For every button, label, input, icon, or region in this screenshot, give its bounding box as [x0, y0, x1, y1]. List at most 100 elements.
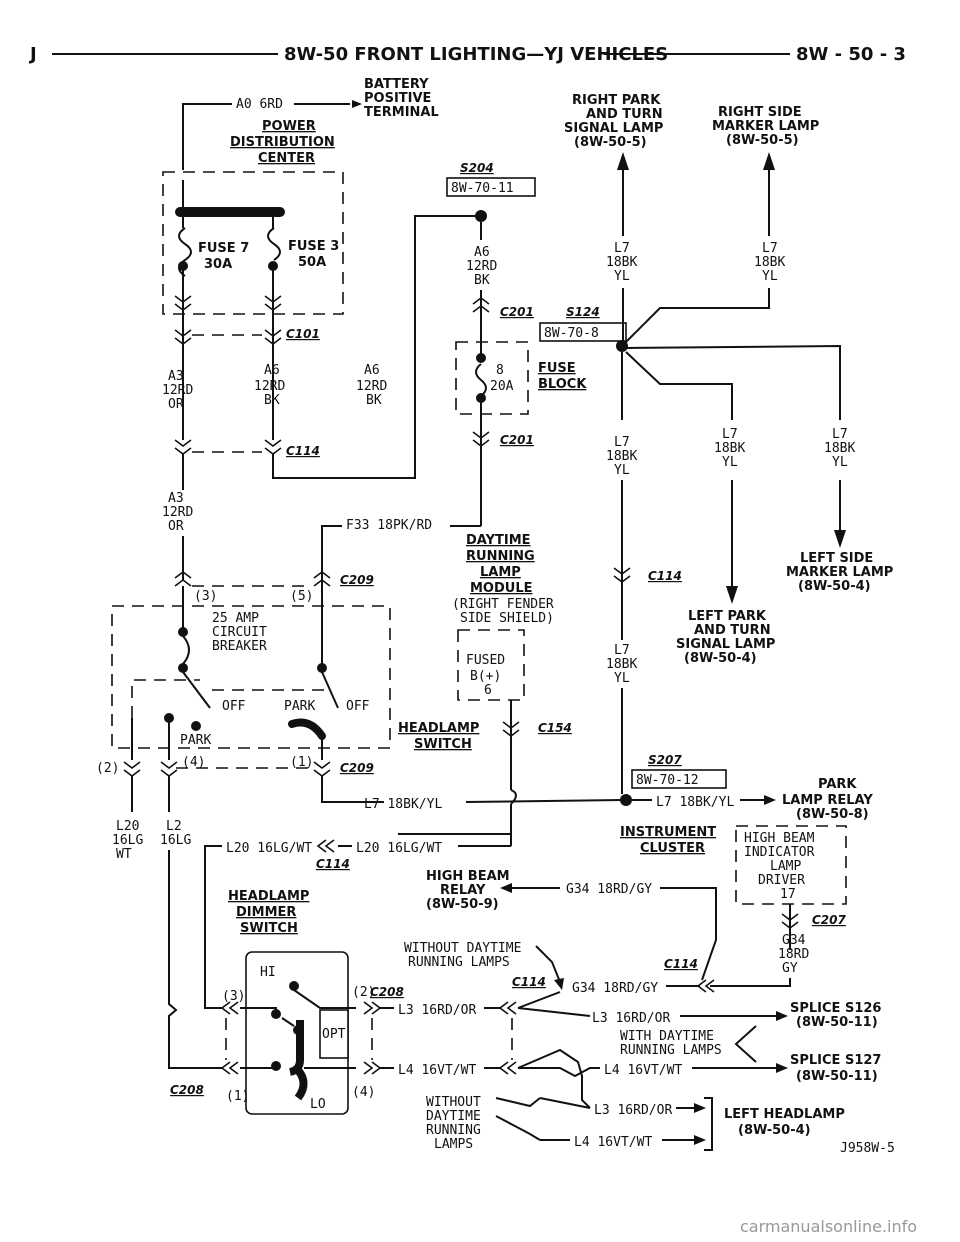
l4-wire-label-1: L4 16VT/WT	[398, 1063, 476, 1078]
l3-wire-label-3: L3 16RD/OR	[594, 1103, 672, 1118]
a6-label-2: 12RD	[254, 379, 285, 394]
l7-label-6: YL	[762, 269, 778, 284]
splice-s127-label: SPLICE S127	[790, 1053, 881, 1068]
a6-label-6: BK	[366, 393, 382, 408]
connector-c114-a: C114	[286, 444, 320, 458]
pdc-label-1: POWER	[262, 119, 316, 134]
l7-label-15: YL	[832, 455, 848, 470]
left-side-label-3: (8W-50-4)	[798, 579, 871, 594]
connector-c114-d: C114	[664, 957, 698, 971]
connector-c201-b: C201	[500, 433, 534, 447]
with-drl-label-1: WITH DAYTIME	[620, 1029, 714, 1044]
a6-label-8: 12RD	[466, 259, 497, 274]
right-park-label-3: SIGNAL LAMP	[564, 121, 663, 136]
l7-label-13: L7	[832, 427, 848, 442]
splice-s127-ref: (8W-50-11)	[796, 1069, 878, 1084]
switch-park-1: PARK	[284, 699, 315, 714]
instrument-cluster-label-2: CLUSTER	[640, 841, 705, 856]
left-park-label-1: LEFT PARK	[688, 609, 767, 624]
drl-label-6: SIDE SHIELD)	[460, 611, 554, 626]
left-park-label-4: (8W-50-4)	[684, 651, 757, 666]
fuse-block-label-1: FUSE	[538, 361, 576, 376]
header-section-letter: J	[28, 44, 37, 65]
hb-indicator-label-4: DRIVER	[758, 873, 805, 888]
dimmer-lo: LO	[310, 1097, 326, 1112]
l7-label-4: L7	[762, 241, 778, 256]
battery-label-2: POSITIVE	[364, 91, 431, 106]
connector-c114-c: C114	[316, 857, 350, 871]
without-drl2-label-3: RUNNING	[426, 1123, 481, 1138]
park-relay-label-1: PARK	[818, 777, 857, 792]
page-header: J 8W-50 FRONT LIGHTING—YJ VEHICLES 8W - …	[28, 44, 906, 65]
a6-label-1: A6	[264, 363, 280, 378]
l7-label-16: L7	[614, 643, 630, 658]
battery-label-3: TERMINAL	[364, 105, 439, 120]
l7-label-8: 18BK	[606, 449, 637, 464]
headlamp-switch: C209 (3) (5) 25 AMP CIRCUIT BREAKER OFF …	[96, 571, 623, 862]
l7-label-3: YL	[614, 269, 630, 284]
right-park-label-4: (8W-50-5)	[574, 135, 647, 150]
left-side-label-1: LEFT SIDE	[800, 551, 873, 566]
l7-label-1: L7	[614, 241, 630, 256]
fused-b-label: B(+)	[470, 669, 501, 684]
splice-s126-label: SPLICE S126	[790, 1001, 881, 1016]
left-park-label-2: AND TURN	[694, 623, 771, 638]
l20-label-1: L20	[116, 819, 139, 834]
l7-label-11: 18BK	[714, 441, 745, 456]
fuse3-rating: 50A	[298, 255, 326, 270]
a6-label-4: A6	[364, 363, 380, 378]
switch-off-1: OFF	[222, 699, 246, 714]
dimmer-label-2: DIMMER	[236, 905, 296, 920]
fuse-number: 8	[496, 363, 504, 378]
s207-park-relay: S207 8W-70-12 L7 18BK/YL PARK LAMP RELAY…	[620, 753, 873, 822]
pdc-label-2: DISTRIBUTION	[230, 135, 335, 150]
without-drl2-label-4: LAMPS	[434, 1137, 473, 1152]
l7-label-18: YL	[614, 671, 630, 686]
l2-label-1: L2	[166, 819, 182, 834]
dimmer-pin-3: (3)	[222, 989, 245, 1004]
f33-wire-label: F33 18PK/RD	[346, 518, 432, 533]
fused-label: FUSED	[466, 653, 505, 668]
right-park-label-2: AND TURN	[586, 107, 663, 122]
without-drl2-label-1: WITHOUT	[426, 1095, 481, 1110]
l7-label-12: YL	[722, 455, 738, 470]
connector-c114-e: C114	[512, 975, 546, 989]
l7-label-14: 18BK	[824, 441, 855, 456]
connector-c208-a: C208	[370, 985, 404, 999]
g34-wire-label-2: G34 18RD/GY	[572, 981, 658, 996]
hb-indicator-pin: 17	[780, 887, 796, 902]
drl-label-4: MODULE	[470, 581, 533, 596]
park-relay-label-3: (8W-50-8)	[796, 807, 869, 822]
figure-id: J958W-5	[840, 1141, 895, 1156]
l20-wire-label-2: L20 16LG/WT	[356, 841, 442, 856]
connector-c209-a: C209	[340, 573, 374, 587]
dimmer-label-1: HEADLAMP	[228, 889, 309, 904]
a3-a6-wires: A3 12RD OR A6 12RD BK C114 A3 12RD OR A6…	[162, 215, 478, 580]
dimmer-opt: OPT	[322, 1027, 346, 1042]
pdc-label-3: CENTER	[258, 151, 315, 166]
a3-label-1: A3	[168, 369, 184, 384]
a3-label-4: A3	[168, 491, 184, 506]
right-park-label-1: RIGHT PARK	[572, 93, 661, 108]
splice-s126-ref: (8W-50-11)	[796, 1015, 878, 1030]
ref-s207: 8W-70-12	[636, 773, 699, 788]
g34-label-2: 18RD	[778, 947, 809, 962]
right-side-label-2: MARKER LAMP	[712, 119, 819, 134]
g34-label-1: G34	[782, 933, 806, 948]
pin-2: (2)	[96, 761, 119, 776]
without-drl-label-1: WITHOUT DAYTIME	[404, 941, 521, 956]
instrument-cluster: INSTRUMENT CLUSTER HIGH BEAM INDICATOR L…	[404, 825, 847, 996]
l20-label-2: 16LG	[112, 833, 143, 848]
hb-relay-label-2: RELAY	[440, 883, 486, 898]
left-park-label-3: SIGNAL LAMP	[676, 637, 775, 652]
left-headlamp-splices: L3 16RD/OR SPLICE S126 (8W-50-11) WITH D…	[426, 991, 895, 1156]
fuse-rating: 20A	[490, 379, 514, 394]
l20-label-3: WT	[116, 847, 132, 862]
hb-indicator-label-2: INDICATOR	[744, 845, 815, 860]
hb-relay-label-1: HIGH BEAM	[426, 869, 510, 884]
a3-label-3: OR	[168, 397, 184, 412]
l7-label-5: 18BK	[754, 255, 785, 270]
l7-byl-label-2: L7 18BK/YL	[656, 795, 734, 810]
switch-off-2: OFF	[346, 699, 370, 714]
